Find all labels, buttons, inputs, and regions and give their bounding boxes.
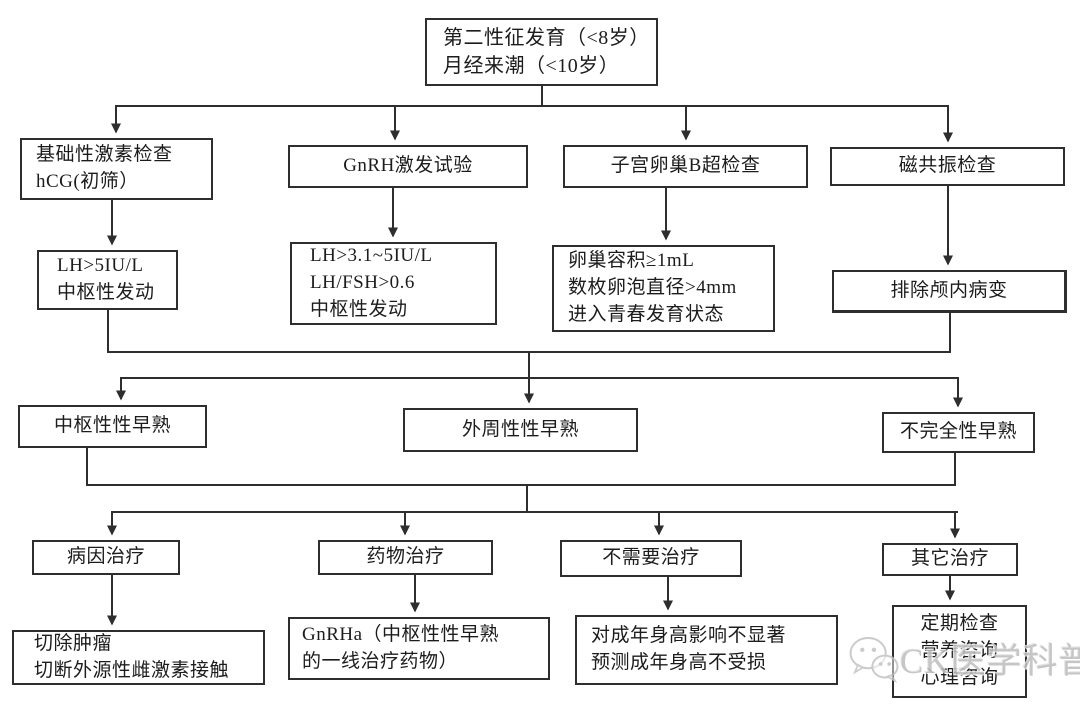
connector-exams-to-results xyxy=(107,186,953,266)
node-text-line: LH>3.1~5IU/L xyxy=(310,245,433,267)
node-text-line: 其它治疗 xyxy=(910,548,989,570)
node-text-line: 中枢性发动 xyxy=(57,282,155,303)
node-text-line: 药物治疗 xyxy=(366,546,445,568)
node-text-line: 外周性性早熟 xyxy=(461,418,579,440)
node-diagnosis-peripheral-pp: 外周性性早熟 xyxy=(403,408,638,452)
connector-results-to-diagnosis xyxy=(107,310,963,408)
node-text-line: GnRHa（中枢性性早熟 xyxy=(302,623,500,645)
node-result-ovary: 卵巢容积≥1mL 数枚卵泡直径>4mm 进入青春发育状态 xyxy=(552,245,775,332)
node-result-gnrh: LH>3.1~5IU/L LH/FSH>0.6 中枢性发动 xyxy=(290,242,497,325)
connector-start-to-exams xyxy=(111,86,953,143)
connector-treatments-to-details xyxy=(107,575,955,626)
node-text-line: 不完全性早熟 xyxy=(899,421,1017,443)
node-text-line: 月经来潮（<10岁） xyxy=(443,55,620,77)
node-text-line: 进入青春发育状态 xyxy=(568,303,725,325)
node-text-line: 卵巢容积≥1mL xyxy=(568,250,695,272)
node-diagnosis-incomplete-pp: 不完全性早熟 xyxy=(882,412,1035,453)
node-gnrh-stimulation-test: GnRH激发试验 xyxy=(288,145,528,188)
node-basal-hormone-test: 基础性激素检查 hCG(初筛） xyxy=(20,138,213,200)
node-text-line: 子宫卵巢B超检查 xyxy=(610,155,761,177)
node-treatment-none-needed: 不需要治疗 xyxy=(560,540,742,577)
node-text-line: 排除颅内病变 xyxy=(890,279,1008,301)
node-text-line: 数枚卵泡直径>4mm xyxy=(568,277,737,299)
node-text-line: LH/FSH>0.6 xyxy=(310,272,415,294)
node-treatment-other: 其它治疗 xyxy=(882,543,1018,576)
node-text-line: 第二性征发育（<8岁） xyxy=(443,26,650,49)
node-text-line: hCG(初筛） xyxy=(36,171,139,192)
node-treatment-drug: 药物治疗 xyxy=(318,540,493,575)
node-text-line: 预测成年身高不受损 xyxy=(591,652,767,673)
node-text-line: 营养咨询 xyxy=(920,640,999,662)
node-mri-exam: 磁共振检查 xyxy=(830,147,1065,186)
connector-diagnosis-to-treatments xyxy=(86,448,960,539)
node-detail-gnrha: GnRHa（中枢性性早熟 的一线治疗药物） xyxy=(288,617,550,680)
node-detail-followup: 定期检查 营养咨询 心理咨询 xyxy=(892,605,1027,698)
node-diagnosis-central-pp: 中枢性性早熟 xyxy=(18,405,207,448)
node-text-line: 中枢性性早熟 xyxy=(53,415,171,437)
node-text-line: 不需要治疗 xyxy=(602,547,700,569)
node-text-line: 中枢性发动 xyxy=(310,298,408,320)
node-detail-surgery: 切除肿瘤 切断外源性雌激素接触 xyxy=(12,630,265,685)
node-text-line: 心理咨询 xyxy=(920,666,999,688)
node-text-line: 病因治疗 xyxy=(66,546,145,568)
node-secondary-sex-development: 第二性征发育（<8岁） 月经来潮（<10岁） xyxy=(425,18,658,86)
node-treatment-etiological: 病因治疗 xyxy=(32,540,180,575)
node-uterus-ovary-ultrasound: 子宫卵巢B超检查 xyxy=(563,145,808,188)
node-result-lh: LH>5IU/L 中枢性发动 xyxy=(37,250,178,310)
node-text-line: 的一线治疗药物） xyxy=(302,650,459,672)
node-text-line: 基础性激素检查 xyxy=(36,144,173,166)
node-text-line: 切断外源性雌激素接触 xyxy=(34,659,230,681)
node-text-line: 磁共振检查 xyxy=(898,155,997,177)
node-text-line: 对成年身高影响不显著 xyxy=(591,625,787,647)
node-text-line: GnRH激发试验 xyxy=(343,155,473,177)
node-detail-adult-height: 对成年身高影响不显著 预测成年身高不受损 xyxy=(575,615,838,685)
node-text-line: LH>5IU/L xyxy=(57,255,144,277)
node-text-line: 切除肿瘤 xyxy=(34,632,113,654)
node-text-line: 定期检查 xyxy=(920,613,999,635)
node-result-exclude-intracranial: 排除颅内病变 xyxy=(832,270,1067,313)
